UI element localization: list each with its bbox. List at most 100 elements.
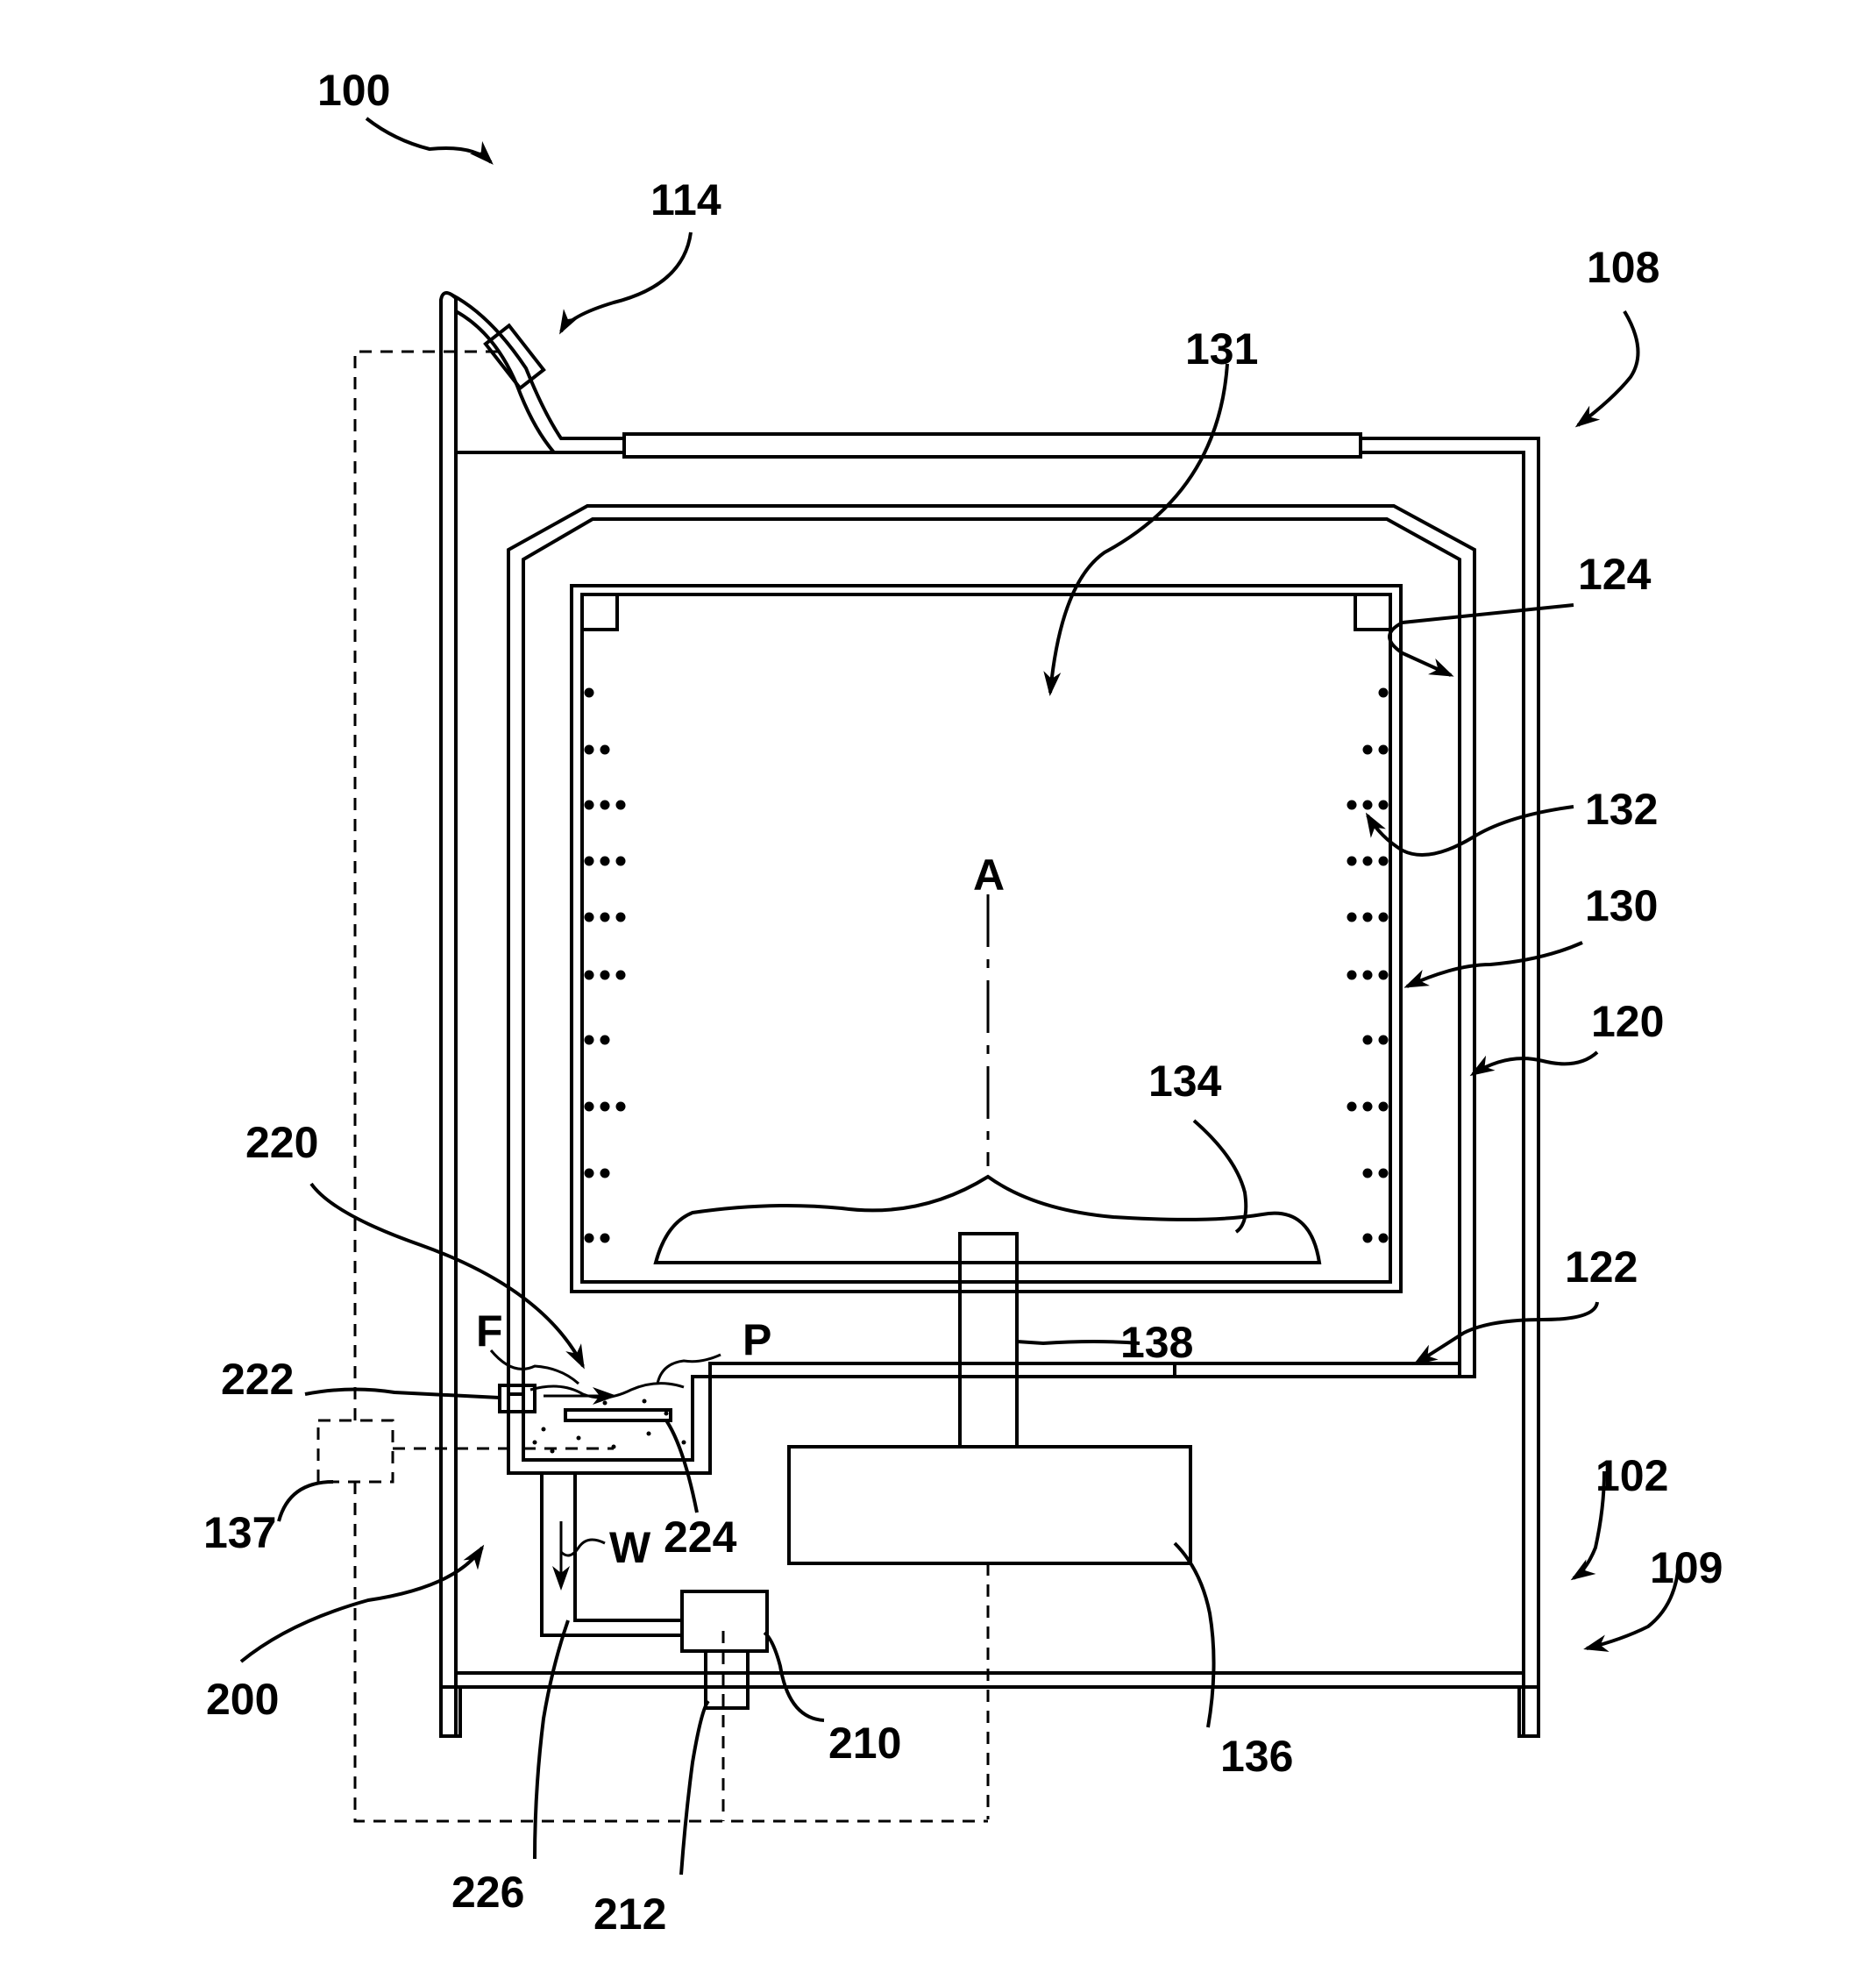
label-W: W <box>609 1523 651 1572</box>
perforation-dot <box>1379 1234 1389 1243</box>
drive-shaft <box>960 1234 1017 1447</box>
perforation-dot <box>585 913 594 922</box>
fluid-particle <box>664 1412 669 1416</box>
perforation-dot <box>616 913 626 922</box>
perforation-dot <box>1347 801 1357 810</box>
fluid-particle <box>577 1436 581 1441</box>
perforation-dot <box>600 1169 610 1178</box>
label-108: 108 <box>1587 243 1659 292</box>
perforation-dot <box>1347 1102 1357 1112</box>
wash-basket <box>572 586 1401 1292</box>
tub-bottom <box>710 1363 1460 1377</box>
perforation-dot <box>600 857 610 866</box>
label-102: 102 <box>1595 1451 1668 1500</box>
pump-outlet <box>706 1651 748 1708</box>
perforation-dot <box>585 1234 594 1243</box>
perforation-dot <box>1379 688 1389 698</box>
label-132: 132 <box>1585 785 1658 834</box>
label-212: 212 <box>593 1890 666 1939</box>
perforation-dot <box>616 971 626 980</box>
perforation-dot <box>1363 857 1373 866</box>
label-130: 130 <box>1585 881 1658 930</box>
fluid-particle <box>643 1399 647 1404</box>
perforation-dot <box>1347 913 1357 922</box>
label-220: 220 <box>245 1118 318 1167</box>
perforation-dot <box>1363 801 1373 810</box>
perforation-dot <box>600 1102 610 1112</box>
perforation-dot <box>585 971 594 980</box>
agitator <box>656 1177 1319 1263</box>
perforation-dot <box>1379 913 1389 922</box>
label-131: 131 <box>1185 324 1258 374</box>
label-120: 120 <box>1591 997 1664 1046</box>
perforation-dot <box>1379 1036 1389 1045</box>
basket-corner-right <box>1355 594 1390 630</box>
perforation-dot <box>1379 1102 1389 1112</box>
perforation-dot <box>616 1102 626 1112</box>
perforation-dot <box>600 913 610 922</box>
perforation-dot <box>1379 971 1389 980</box>
perforation-dot <box>1379 1169 1389 1178</box>
fluid-particle <box>542 1427 546 1432</box>
basket-corner-left <box>582 594 617 630</box>
label-134: 134 <box>1148 1057 1222 1106</box>
perforation-dot <box>616 801 626 810</box>
perforation-dot <box>585 1169 594 1178</box>
perforation-dot <box>600 801 610 810</box>
lid <box>624 434 1361 457</box>
label-A: A <box>973 851 1005 900</box>
perforation-dot <box>1379 801 1389 810</box>
reference-labels: 100 114 108 131 124 132 130 120 A 134 22… <box>203 66 1723 1939</box>
motor <box>789 1447 1190 1563</box>
label-109: 109 <box>1650 1543 1723 1592</box>
basket-wall <box>572 586 1401 1292</box>
label-100: 100 <box>317 66 390 115</box>
sensor <box>500 1385 535 1412</box>
label-224: 224 <box>664 1513 737 1562</box>
perforation-dot <box>600 1036 610 1045</box>
perforation-dot <box>585 745 594 755</box>
label-P: P <box>743 1315 771 1364</box>
perforation-dot <box>1379 857 1389 866</box>
perforation-dot <box>1379 745 1389 755</box>
perforation-dot <box>585 1102 594 1112</box>
perforation-dot <box>600 745 610 755</box>
perforation-dot <box>585 688 594 698</box>
perforation-dot <box>1363 1102 1373 1112</box>
controller <box>318 1420 393 1482</box>
cabinet <box>441 293 1538 1736</box>
perforation-dot <box>1363 1234 1373 1243</box>
label-114: 114 <box>650 175 721 224</box>
basket-perforations <box>585 688 1389 1243</box>
filter-plate <box>565 1410 671 1420</box>
label-138: 138 <box>1120 1318 1193 1367</box>
perforation-dot <box>1363 971 1373 980</box>
fluid-particle <box>603 1401 608 1406</box>
label-210: 210 <box>828 1719 901 1768</box>
label-136: 136 <box>1220 1732 1293 1781</box>
top-right-panel <box>1361 438 1538 1736</box>
perforation-dot <box>1347 971 1357 980</box>
perforation-dot <box>1363 1169 1373 1178</box>
sump-outline <box>508 1377 710 1473</box>
cabinet-base <box>456 1673 1524 1687</box>
fluid-particle <box>533 1441 537 1445</box>
label-137: 137 <box>203 1508 276 1557</box>
label-124: 124 <box>1578 550 1652 599</box>
fluid-particle <box>647 1432 651 1436</box>
perforation-dot <box>1363 1036 1373 1045</box>
perforation-dot <box>1363 745 1373 755</box>
label-122: 122 <box>1565 1242 1638 1292</box>
label-200: 200 <box>206 1675 279 1724</box>
control-wiring <box>355 352 988 1821</box>
perforation-dot <box>600 971 610 980</box>
perforation-dot <box>585 801 594 810</box>
perforation-dot <box>1347 857 1357 866</box>
label-222: 222 <box>221 1355 294 1404</box>
perforation-dot <box>600 1234 610 1243</box>
label-F: F <box>476 1306 503 1356</box>
cabinet-left-wall <box>441 293 456 1736</box>
perforation-dot <box>585 1036 594 1045</box>
